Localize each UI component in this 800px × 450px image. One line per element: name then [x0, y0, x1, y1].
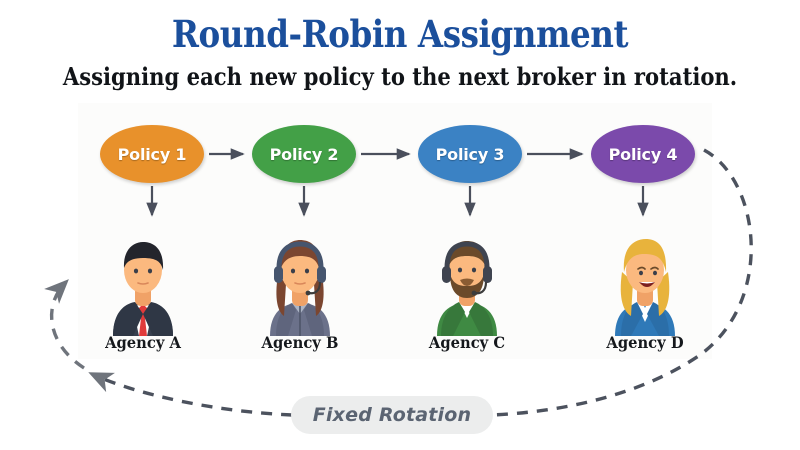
policy-node-3[interactable]: Policy 3: [418, 125, 522, 183]
businessman-avatar-icon: [113, 242, 173, 336]
policy-node-1[interactable]: Policy 1: [100, 125, 204, 183]
page-title: Round-Robin Assignment: [171, 12, 629, 56]
page-subtitle: Assigning each new policy to the next br…: [62, 62, 738, 91]
policy-node-4[interactable]: Policy 4: [591, 125, 695, 183]
agency-label-b: Agency B: [261, 333, 339, 352]
policy-node-2-label: Policy 2: [269, 144, 339, 164]
agency-label-d: Agency D: [606, 333, 684, 352]
policy-node-3-label: Policy 3: [435, 144, 505, 164]
fixed-rotation-badge: Fixed Rotation: [291, 396, 493, 434]
rotation-loop-path: [44, 148, 753, 417]
agency-label-a: Agency A: [105, 333, 181, 352]
policy-node-1-label: Policy 1: [117, 144, 187, 164]
policy-node-4-label: Policy 4: [608, 144, 678, 164]
agency-label-c: Agency C: [428, 333, 506, 352]
blonde-woman-avatar-icon: [615, 239, 675, 336]
policy-node-2[interactable]: Policy 2: [252, 125, 356, 183]
fixed-rotation-badge-label: Fixed Rotation: [312, 404, 472, 426]
headset-bearded-man-avatar-icon: [437, 241, 497, 336]
headset-woman-avatar-icon: [270, 240, 330, 336]
